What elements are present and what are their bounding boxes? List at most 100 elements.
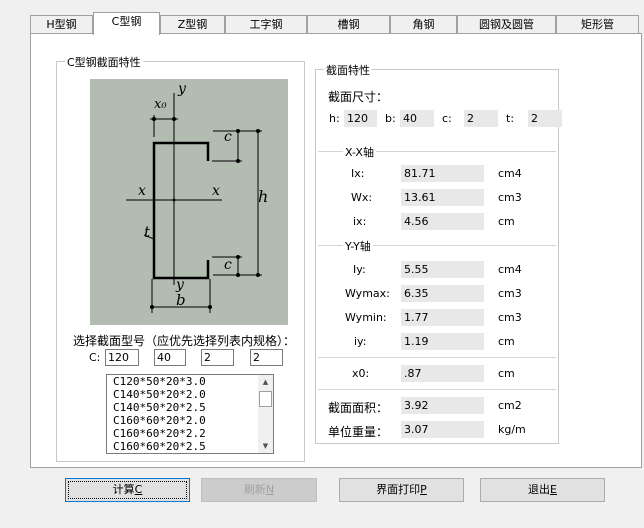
input-c[interactable]: 2 <box>201 349 234 366</box>
scroll-thumb[interactable] <box>259 391 272 407</box>
area-value: 3.92 <box>401 397 484 414</box>
section-diagram: y x₀ c h x x t y c b <box>90 79 288 325</box>
list-item[interactable]: C160*60*20*2.2 <box>113 427 206 440</box>
wymax-label: Wymax: <box>345 287 390 300</box>
tab-h-steel[interactable]: H型钢 <box>30 15 93 34</box>
label-x-right: x <box>212 183 220 199</box>
tab-i-beam[interactable]: 工字钢 <box>225 15 307 34</box>
yy-separator <box>318 245 556 246</box>
section-size-label: 截面尺寸： <box>328 90 389 104</box>
list-item[interactable]: C160*60*20*2.5 <box>113 440 206 453</box>
wx-value: 13.61 <box>401 189 484 206</box>
label-t: t <box>144 223 151 241</box>
iy-unit: cm4 <box>498 263 522 276</box>
tab-c-steel[interactable]: C型钢 <box>93 12 160 35</box>
input-b[interactable]: 40 <box>154 349 186 366</box>
list-scrollbar[interactable]: ▲ ▼ <box>258 375 273 453</box>
label-c-top: c <box>224 129 232 145</box>
scroll-up-icon[interactable]: ▲ <box>262 378 269 386</box>
area-unit: cm2 <box>498 399 522 412</box>
print-key: P <box>420 483 427 496</box>
dim-t-value: 2 <box>528 110 562 127</box>
label-h: h <box>258 187 269 206</box>
tab-z-steel[interactable]: Z型钢 <box>160 15 225 34</box>
ix-label: Ix: <box>351 167 365 180</box>
input-h[interactable]: 120 <box>105 349 139 366</box>
wymin-unit: cm3 <box>498 311 522 324</box>
wx-label: Wx: <box>351 191 373 204</box>
wx-unit: cm3 <box>498 191 522 204</box>
dim-b-value: 40 <box>400 110 434 127</box>
exit-text: 退出 <box>528 483 551 496</box>
label-y-bottom: y <box>176 277 184 293</box>
calculate-text: 计算 <box>112 483 135 496</box>
section-list[interactable]: C120*50*20*3.0 C140*50*20*2.0 C140*50*20… <box>106 374 274 454</box>
input-t[interactable]: 2 <box>250 349 283 366</box>
list-item[interactable]: C140*50*20*2.0 <box>113 388 206 401</box>
calculate-key: C <box>134 483 143 496</box>
weight-value: 3.07 <box>401 421 484 438</box>
label-c-bottom: c <box>224 257 232 273</box>
tab-channel[interactable]: 槽钢 <box>307 15 390 34</box>
xx-separator <box>318 151 556 152</box>
c-label: C: <box>89 351 101 364</box>
dim-h-value: 120 <box>344 110 377 127</box>
rx-value: 4.56 <box>401 213 484 230</box>
dim-t-label: t: <box>506 112 515 125</box>
tab-rect-tube[interactable]: 矩形管 <box>556 15 639 34</box>
x0-label: x0: <box>352 367 370 380</box>
exit-button[interactable]: 退出E <box>480 478 605 502</box>
tab-strip: H型钢 C型钢 Z型钢 工字钢 槽钢 角钢 圆钢及圆管 矩形管 <box>30 12 642 35</box>
dim-h-label: h: <box>329 112 340 125</box>
ix-value: 81.71 <box>401 165 484 182</box>
label-b: b <box>176 291 186 309</box>
wymax-unit: cm3 <box>498 287 522 300</box>
print-text: 界面打印 <box>376 483 421 496</box>
tab-round[interactable]: 圆钢及圆管 <box>457 15 556 34</box>
label-x-left: x <box>138 183 146 199</box>
ix-unit: cm4 <box>498 167 522 180</box>
ry-unit: cm <box>498 335 515 348</box>
label-y-top: y <box>178 81 186 97</box>
area-label: 截面面积： <box>328 401 389 415</box>
list-item[interactable]: C140*50*20*2.5 <box>113 401 206 414</box>
refresh-text: 刷新 <box>243 483 266 496</box>
rx-unit: cm <box>498 215 515 228</box>
wymin-label: Wymin: <box>345 311 387 324</box>
tab-angle[interactable]: 角钢 <box>390 15 457 34</box>
refresh-button[interactable]: 刷新N <box>201 478 317 502</box>
weight-unit: kg/m <box>498 423 526 436</box>
iy-label: Iy: <box>353 263 366 276</box>
dim-c-label: c: <box>442 112 452 125</box>
rx-label: ix: <box>353 215 367 228</box>
weight-label: 单位重量： <box>328 425 389 439</box>
dim-b-label: b: <box>385 112 396 125</box>
refresh-key: N <box>265 483 275 496</box>
c-steel-section-group: C型钢截面特性 <box>56 54 305 462</box>
ry-value: 1.19 <box>401 333 484 350</box>
section-properties-group: 截面特性 <box>315 62 559 444</box>
x0-unit: cm <box>498 367 515 380</box>
wymax-value: 6.35 <box>401 285 484 302</box>
iy-value: 5.55 <box>401 261 484 278</box>
x0-separator <box>318 357 556 358</box>
c-steel-section-title: C型钢截面特性 <box>65 54 143 70</box>
area-separator <box>318 389 556 390</box>
exit-key: E <box>550 483 557 496</box>
list-item[interactable]: C160*60*20*2.0 <box>113 414 206 427</box>
select-section-label: 选择截面型号（应优先选择列表内规格）： <box>73 334 296 348</box>
yy-axis-title: Y-Y轴 <box>343 238 373 254</box>
calculate-button[interactable]: 计算C <box>65 478 190 502</box>
section-properties-title: 截面特性 <box>324 62 372 78</box>
x0-value: .87 <box>401 365 484 382</box>
xx-axis-title: X-X轴 <box>343 144 376 160</box>
ry-label: iy: <box>354 335 367 348</box>
c-section-drawing <box>126 93 262 313</box>
list-item[interactable]: C120*50*20*3.0 <box>113 375 206 388</box>
scroll-down-icon[interactable]: ▼ <box>262 442 269 450</box>
print-button[interactable]: 界面打印P <box>339 478 464 502</box>
wymin-value: 1.77 <box>401 309 484 326</box>
focus-rect <box>68 481 187 499</box>
label-x0: x₀ <box>154 97 167 112</box>
tab-panel: C型钢截面特性 <box>30 33 642 468</box>
